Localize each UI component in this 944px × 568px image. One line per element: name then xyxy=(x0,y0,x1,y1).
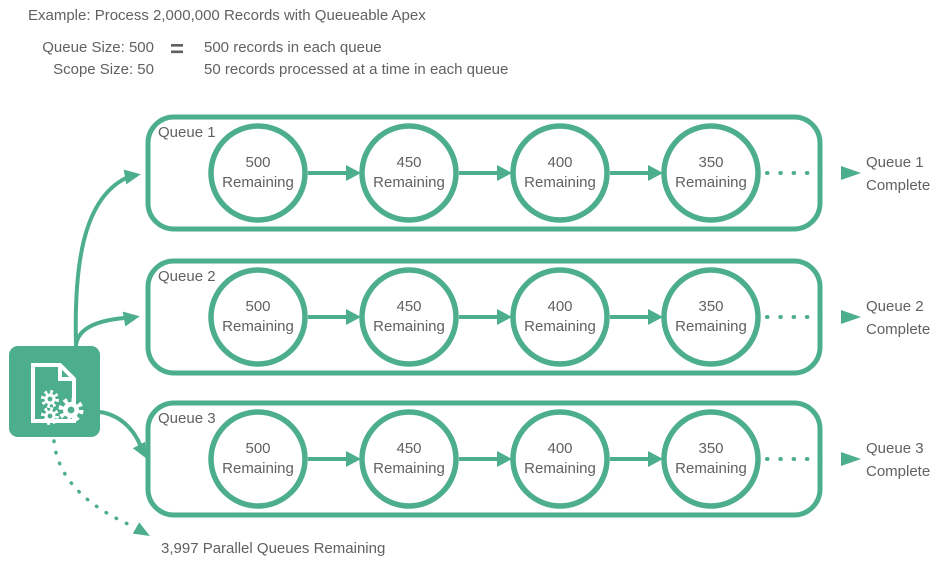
stage-value: 450 xyxy=(396,440,422,457)
stage-unit: Remaining xyxy=(675,318,747,335)
stage-unit: Remaining xyxy=(524,174,596,191)
document-gears-icon xyxy=(9,346,100,437)
fanout-arrow-queue-1 xyxy=(73,169,141,347)
equation-left: Queue Size: 500 Scope Size: 50 xyxy=(38,37,154,81)
gear-small-bottom xyxy=(41,407,59,425)
stage-value: 500 xyxy=(245,298,271,315)
stage-value: 500 xyxy=(245,154,271,171)
complete-arrow xyxy=(765,310,861,324)
fanout-arrow-queue-2 xyxy=(74,311,140,347)
stage-unit: Remaining xyxy=(524,318,596,335)
stage-value: 350 xyxy=(698,154,724,171)
parallel-queues-remaining-label: 3,997 Parallel Queues Remaining xyxy=(161,540,386,557)
stage-unit: Remaining xyxy=(222,460,294,477)
queue-2-complete-label: Queue 2 Complete xyxy=(866,298,931,338)
flow-arrow xyxy=(610,451,663,467)
queue-2-stages xyxy=(208,267,861,367)
stage-unit: Remaining xyxy=(222,174,294,191)
queue-size-meaning: 500 records in each queue xyxy=(204,39,382,56)
complete-arrow xyxy=(765,452,861,466)
equation-right: 500 records in each queue 50 records pro… xyxy=(204,37,508,81)
fanout-arrow-queue-3 xyxy=(99,410,147,459)
stage-unit: Remaining xyxy=(373,460,445,477)
stage-value: 450 xyxy=(396,154,422,171)
stage-value: 400 xyxy=(547,154,573,171)
flow-arrow xyxy=(308,165,361,181)
queue-2-label: Queue 2 xyxy=(158,268,216,285)
queue-1-label: Queue 1 xyxy=(158,124,216,141)
stage-value: 350 xyxy=(698,440,724,457)
flow-arrow xyxy=(610,309,663,325)
equals-sign: = xyxy=(170,36,185,63)
parallel-queues-arrow xyxy=(52,439,150,536)
stage-unit: Remaining xyxy=(373,318,445,335)
complete-arrow xyxy=(765,166,861,180)
stage-value: 350 xyxy=(698,298,724,315)
diagram-title: Example: Process 2,000,000 Records with … xyxy=(28,7,426,24)
gear-large xyxy=(58,397,84,423)
stage-unit: Remaining xyxy=(675,174,747,191)
scope-size-label: Scope Size: 50 xyxy=(53,61,154,78)
stage-unit: Remaining xyxy=(524,460,596,477)
stage-unit: Remaining xyxy=(675,460,747,477)
stage-unit: Remaining xyxy=(222,318,294,335)
queue-1-stages xyxy=(208,123,861,223)
flow-arrow xyxy=(308,309,361,325)
flow-arrow xyxy=(610,165,663,181)
scope-size-meaning: 50 records processed at a time in each q… xyxy=(204,61,509,78)
flow-arrow xyxy=(459,309,512,325)
flow-arrow xyxy=(308,451,361,467)
queue-1-complete-label: Queue 1 Complete xyxy=(866,154,931,194)
queue-size-label: Queue Size: 500 xyxy=(42,39,154,56)
flow-arrow xyxy=(459,165,512,181)
stage-value: 400 xyxy=(547,440,573,457)
queue-3-label: Queue 3 xyxy=(158,410,216,427)
queue-3-complete-label: Queue 3 Complete xyxy=(866,440,931,480)
flow-arrow xyxy=(459,451,512,467)
gear-small-top xyxy=(41,390,59,408)
stage-value: 500 xyxy=(245,440,271,457)
queue-3-stages xyxy=(208,409,861,509)
stage-value: 450 xyxy=(396,298,422,315)
stage-unit: Remaining xyxy=(373,174,445,191)
stage-value: 400 xyxy=(547,298,573,315)
